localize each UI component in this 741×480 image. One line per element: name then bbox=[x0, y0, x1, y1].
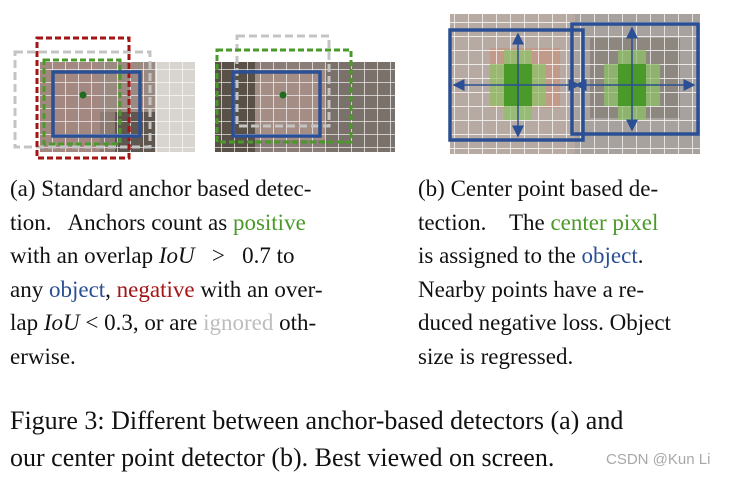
caption-text: size is regressed. bbox=[418, 343, 574, 369]
caption-text: , bbox=[105, 276, 111, 302]
negative-anchor-box bbox=[35, 36, 131, 160]
cat-image-right bbox=[215, 62, 395, 152]
caption-text: to bbox=[276, 243, 295, 268]
object-term: object bbox=[48, 276, 106, 302]
subcaption-a-line-1: (a) Standard anchor based detec- bbox=[10, 176, 312, 201]
cat-image-left bbox=[40, 62, 195, 152]
size-regression-arrows bbox=[452, 26, 696, 138]
iou-symbol: IoU bbox=[158, 243, 195, 268]
positive-anchor-box bbox=[42, 58, 122, 146]
caption-text: . bbox=[637, 243, 644, 268]
threshold-value: 0.7 bbox=[242, 243, 271, 268]
subcaption-b: (b) Center point based de- tection. The … bbox=[418, 172, 728, 373]
caption-text: with an overlap bbox=[10, 243, 154, 268]
caption-text: < 0.3, or are bbox=[85, 310, 198, 335]
object-box bbox=[231, 70, 322, 138]
figure-caption-line-2: our center point detector (b). Best view… bbox=[10, 443, 555, 472]
subcaption-b-line-1: (b) Center point based de- bbox=[418, 176, 659, 201]
caption-text: Anchors count as bbox=[67, 209, 228, 235]
caption-text: oth- bbox=[279, 310, 317, 335]
iou-symbol: IoU bbox=[43, 310, 80, 335]
greater-than-symbol: > bbox=[211, 243, 225, 268]
ignored-anchor-box bbox=[235, 34, 331, 128]
center-pixel-term: center pixel bbox=[550, 209, 659, 235]
ignored-term: ignored bbox=[203, 310, 274, 335]
caption-text: any bbox=[10, 276, 44, 302]
ignored-anchor-box bbox=[13, 50, 152, 149]
caption-text: tection. bbox=[418, 209, 487, 235]
negative-term: negative bbox=[116, 276, 195, 302]
caption-text: The bbox=[508, 209, 545, 235]
center-point-figure bbox=[448, 14, 700, 154]
caption-text: is assigned to the bbox=[418, 243, 576, 268]
caption-text: tion. bbox=[10, 209, 52, 235]
watermark: CSDN @Kun Li bbox=[606, 451, 711, 468]
object-center-point bbox=[279, 91, 287, 99]
subcaption-a: (a) Standard anchor based detec- tion. A… bbox=[10, 172, 395, 373]
caption-text: duced negative loss. Object bbox=[418, 310, 671, 335]
figure-caption: Figure 3: Different between anchor-based… bbox=[10, 402, 736, 476]
caption-text: erwise. bbox=[10, 343, 76, 369]
positive-term: positive bbox=[232, 209, 306, 235]
caption-text: with an over- bbox=[200, 276, 323, 302]
caption-text: lap bbox=[10, 310, 39, 335]
positive-anchor-box bbox=[215, 48, 353, 144]
object-center-point bbox=[79, 91, 87, 99]
object-box bbox=[51, 70, 142, 138]
anchor-detection-figure bbox=[13, 34, 395, 160]
figure-caption-line-1: Figure 3: Different between anchor-based… bbox=[10, 406, 624, 435]
caption-text: Nearby points have a re- bbox=[418, 276, 645, 302]
object-term: object bbox=[581, 243, 638, 268]
